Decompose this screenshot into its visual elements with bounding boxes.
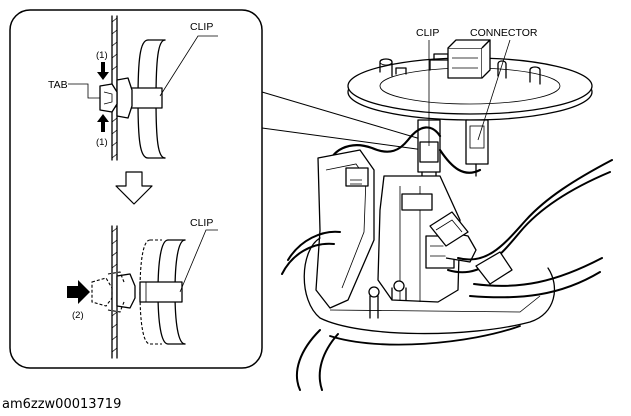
press-arrow-icon-top [97,62,109,80]
callout-line-upper [261,91,425,141]
solid-arrow-icon [67,280,90,304]
step-2-label: (2) [72,310,84,321]
inset-panel: CLIP TAB (1) (1) CLIP (2) [9,9,263,369]
press-arrow-icon-bottom [97,114,109,132]
clip-detail-top [68,15,218,161]
tab-label: TAB [48,79,68,91]
main-connector-label: CONNECTOR [470,27,538,39]
clip-detail-bottom [67,225,218,359]
inset-clip-top-label: CLIP [190,21,213,33]
figure-id-caption: am6zzw00013719 [2,397,121,412]
main-clip-label: CLIP [416,27,439,39]
fuel-pump-assembly [281,39,613,391]
hollow-down-arrow-icon [115,171,153,205]
step-1-top-label: (1) [96,50,108,61]
callout-line-lower [261,127,425,151]
inset-clip-bottom-label: CLIP [190,217,213,229]
step-1-bottom-label: (1) [96,137,108,148]
main-connector-leader [477,39,511,141]
